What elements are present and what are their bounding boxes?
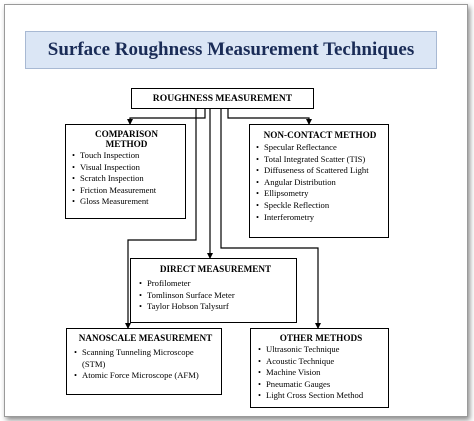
list-item: Profilometer bbox=[139, 278, 292, 290]
noncontact-title: NON-CONTACT METHOD bbox=[263, 130, 377, 140]
list-item: Specular Reflectance bbox=[256, 142, 384, 154]
diagram-title: Surface Roughness Measurement Techniques bbox=[47, 39, 415, 60]
list-item: Pneumatic Gauges bbox=[258, 379, 384, 391]
connector-other bbox=[220, 109, 321, 329]
connector-noncontact bbox=[227, 109, 312, 125]
list-item: Angular Distribution bbox=[256, 177, 384, 189]
list-item: Atomic Force Microscope (AFM) bbox=[74, 370, 217, 382]
list-item: Interferometry bbox=[256, 212, 384, 224]
list-item: Diffuseness of Scattered Light bbox=[256, 165, 384, 177]
nanoscale-item1-line1: Scanning Tunneling Microscope bbox=[82, 347, 194, 357]
title-banner: Surface Roughness Measurement Techniques bbox=[25, 31, 437, 69]
comparison-title-line1: COMPARISON bbox=[94, 129, 159, 139]
list-item: Acoustic Technique bbox=[258, 356, 384, 368]
comparison-list: Touch Inspection Visual Inspection Scrat… bbox=[72, 150, 181, 208]
comparison-method-box: COMPARISON METHOD Touch Inspection Visua… bbox=[65, 124, 186, 219]
list-item: Ellipsometry bbox=[256, 188, 384, 200]
list-item: Speckle Reflection bbox=[256, 200, 384, 212]
root-box-label: ROUGHNESS MEASUREMENT bbox=[152, 92, 293, 104]
list-item: Tomlinson Surface Meter bbox=[139, 290, 292, 302]
nanoscale-item1-line2: (STM) bbox=[82, 358, 106, 369]
list-item: Gloss Measurement bbox=[72, 196, 181, 208]
direct-title: DIRECT MEASUREMENT bbox=[159, 264, 272, 274]
nanoscale-list: Scanning Tunneling Microscope (STM) Atom… bbox=[74, 347, 217, 382]
list-item: Taylor Hobson Talysurf bbox=[139, 301, 292, 313]
nanoscale-measurement-box: NANOSCALE MEASUREMENT Scanning Tunneling… bbox=[66, 328, 222, 395]
list-item: Visual Inspection bbox=[72, 162, 181, 174]
direct-list: Profilometer Tomlinson Surface Meter Tay… bbox=[139, 278, 292, 313]
root-box-roughness-measurement: ROUGHNESS MEASUREMENT bbox=[131, 88, 314, 109]
list-item: Scratch Inspection bbox=[72, 173, 181, 185]
list-item: Total Integrated Scatter (TIS) bbox=[256, 154, 384, 166]
list-item: Light Cross Section Method bbox=[258, 390, 384, 402]
other-title: OTHER METHODS bbox=[279, 333, 363, 343]
comparison-title-line2: METHOD bbox=[105, 139, 148, 149]
list-item: Ultrasonic Technique bbox=[258, 344, 384, 356]
list-item: Friction Measurement bbox=[72, 185, 181, 197]
other-list: Ultrasonic Technique Acoustic Technique … bbox=[258, 344, 384, 402]
connector-nanoscale bbox=[125, 109, 197, 329]
list-item: Scanning Tunneling Microscope (STM) bbox=[74, 347, 217, 370]
direct-measurement-box: DIRECT MEASUREMENT Profilometer Tomlinso… bbox=[130, 258, 297, 323]
connector-comparison bbox=[127, 109, 206, 125]
list-item: Machine Vision bbox=[258, 367, 384, 379]
noncontact-list: Specular Reflectance Total Integrated Sc… bbox=[256, 142, 384, 223]
non-contact-method-box: NON-CONTACT METHOD Specular Reflectance … bbox=[249, 124, 389, 238]
list-item: Touch Inspection bbox=[72, 150, 181, 162]
nanoscale-title: NANOSCALE MEASUREMENT bbox=[78, 333, 213, 343]
other-methods-box: OTHER METHODS Ultrasonic Technique Acous… bbox=[250, 328, 389, 408]
